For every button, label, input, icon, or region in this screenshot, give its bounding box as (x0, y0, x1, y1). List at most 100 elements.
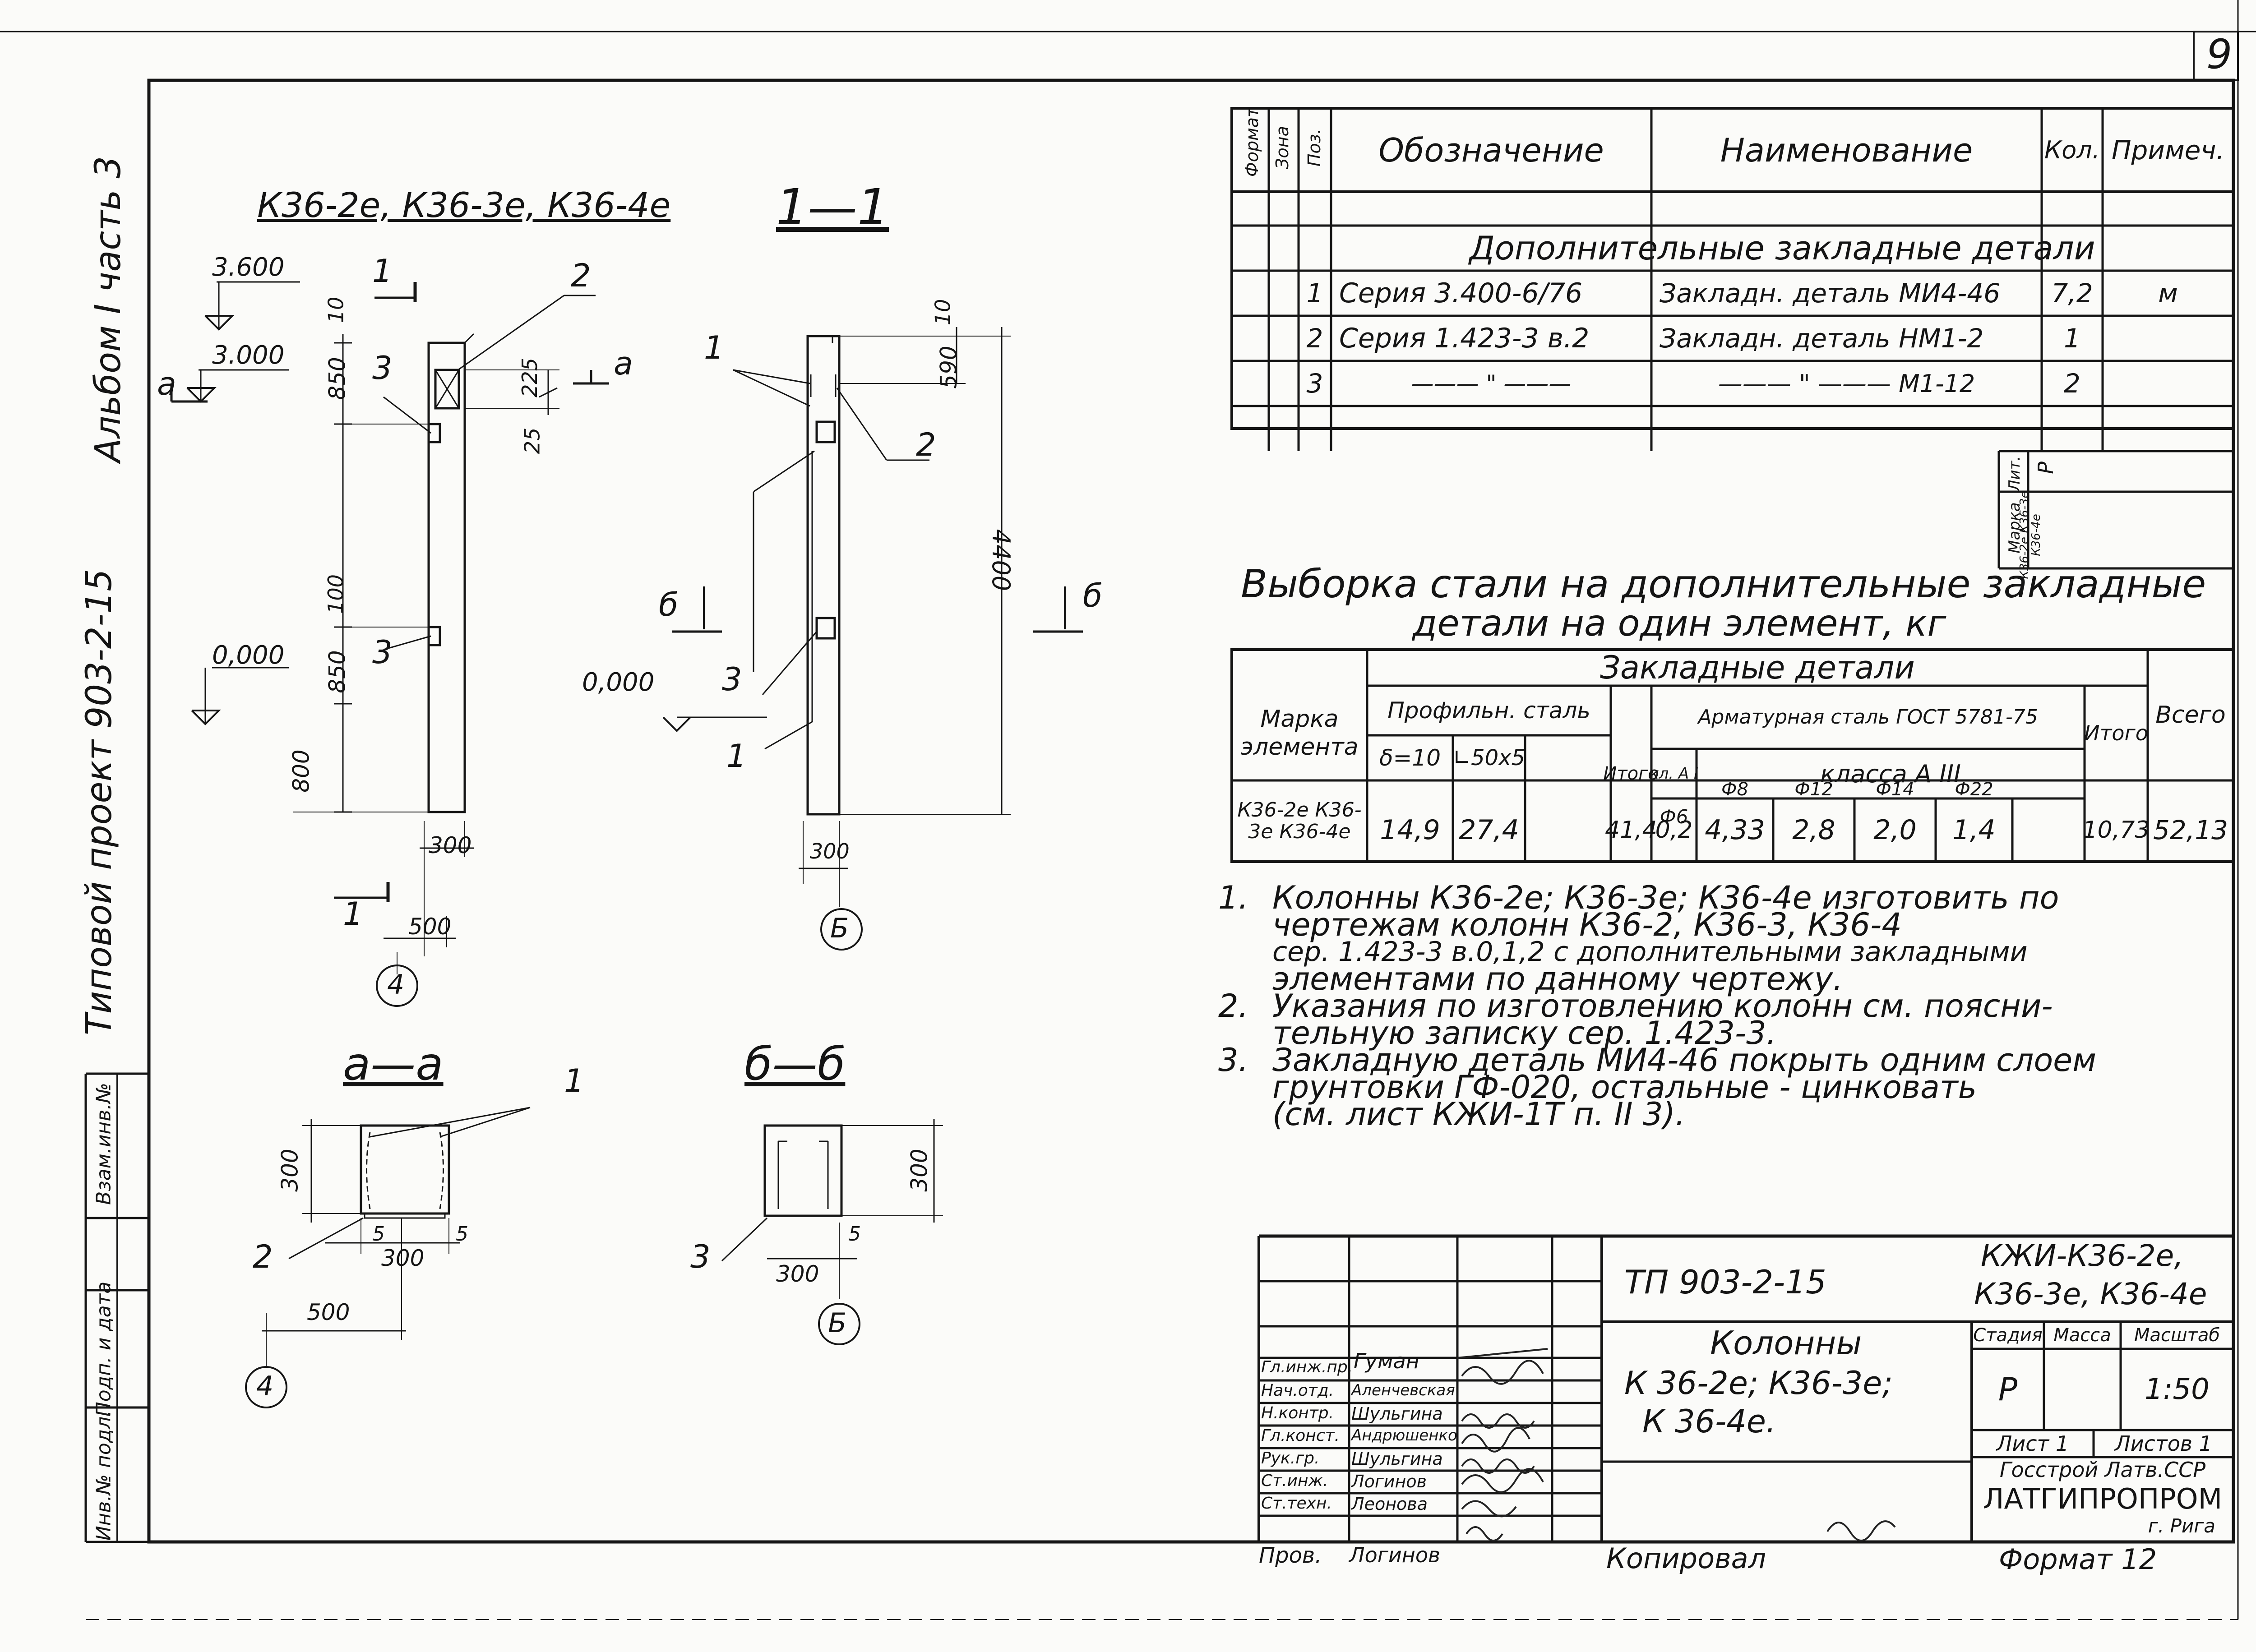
mark-3-column-lower: 3 (372, 634, 393, 671)
dim-500-column: 500 (408, 914, 452, 940)
steel-header-vsego: Всего (2155, 701, 2226, 729)
section-1-1-title: 1—1 (776, 178, 889, 236)
mark-1-column-bottom: 1 (343, 895, 363, 932)
spec-section-title: Дополнительные закладные детали (1469, 229, 2095, 267)
spec-row-1-designation: Серия 3.400-6/76 (1339, 277, 1583, 309)
column-title: К36-2е, К36-3е, К36-4е (257, 185, 671, 225)
steel-header-kl-a1: кл. А I (1650, 765, 1698, 783)
dim-300-column: 300 (429, 832, 472, 858)
steel-value-f22: 1,4 (1952, 814, 1996, 846)
note-3: 3. Закладную деталь МИ4-46 покрыть одним… (1218, 1042, 2211, 1133)
dim-850-upper: 850 (324, 357, 351, 400)
dim-300-bb: 300 (776, 1261, 819, 1287)
signer-name: Гуман (1354, 1349, 1419, 1373)
note-2: 2. Указания по изготовлению колонн см. п… (1218, 990, 2211, 1052)
note-3-line: (см. лист КЖИ-1Т п. II 3). (1272, 1096, 1686, 1133)
steel-header-itogo-1: Итого (1603, 763, 1659, 784)
note-3-line: грунтовки ГФ-020, остальные - цинковать (1272, 1069, 1977, 1106)
drawing-code-2: К36-3е, К36-4е (1974, 1277, 2207, 1311)
mark-3-section: 3 (722, 661, 742, 698)
steel-sub-d10: δ=10 (1379, 745, 1441, 771)
dim-4400: 4400 (987, 529, 1016, 591)
elevation-3600: 3.600 (212, 253, 285, 282)
drawing-name-3: К 36-4е. (1642, 1403, 1776, 1440)
stamp-inv-zam: Взам.инв.№ (92, 1083, 116, 1205)
dim-300-section: 300 (810, 839, 850, 863)
spec-row-3-designation: ——— " ——— (1411, 370, 1572, 397)
mark-2-column: 2 (571, 257, 591, 294)
stamp-inv-podl: Инв.№ подл. (92, 1410, 116, 1541)
dim-850-lower: 850 (324, 650, 351, 693)
steel-row-marks: К36-2е К36-3е К36-4е (1237, 798, 1362, 843)
signer-role: Гл.конст. (1261, 1426, 1340, 1445)
axis-b-section: Б (830, 913, 849, 944)
steel-header-armatur: Арматурная сталь ГОСТ 5781-75 (1698, 706, 2038, 729)
spec-header-format: Формат (1242, 107, 1262, 177)
steel-sub-f6: Ф6 (1660, 805, 1688, 828)
sheets-label: Листов 1 (2115, 1431, 2212, 1456)
steel-header-zaklad: Закладные детали (1600, 649, 1915, 686)
elevation-0000-section: 0,000 (582, 668, 655, 697)
dim-300-aa-vertical: 300 (277, 1149, 303, 1192)
mark-b-right: б (1083, 577, 1103, 614)
spec-header-name: Наименование (1720, 131, 1973, 169)
drawing-code-1: КЖИ-К36-2е, (1981, 1238, 2184, 1273)
note-1-line: чертежам колонн К36-2, К36-3, К36-4 (1272, 906, 1902, 943)
checked-label: Пров. (1259, 1543, 1322, 1568)
steel-value-f14: 2,0 (1873, 814, 1917, 846)
mark-1-section-bottom: 1 (726, 738, 747, 775)
spec-header-pos: Поз. (1304, 128, 1324, 167)
mark-a-left: а (157, 365, 176, 402)
drawing-name-2: К 36-2е; К36-3е; (1624, 1365, 1893, 1402)
steel-value-f8: 4,33 (1705, 814, 1765, 846)
project-label: Типовой проект 903-2-15 (79, 569, 120, 1035)
signer-name: Шульгина (1351, 1404, 1443, 1424)
signer-role: Рук.гр. (1261, 1449, 1320, 1467)
section-b-b-title: б—б (744, 1038, 846, 1090)
mark-1-column-cut: 1 (372, 253, 393, 290)
note-1-line: элементами по данному чертежу. (1272, 960, 1843, 997)
lit-value: Р (2033, 461, 2058, 474)
signer-name: Аленчевская (1351, 1381, 1455, 1399)
checked-name: Логинов (1349, 1543, 1441, 1567)
signer-role: Ст.техн. (1261, 1494, 1332, 1513)
elevation-3000: 3.000 (212, 341, 285, 370)
spec-header-note: Примеч. (2111, 134, 2225, 166)
section-a-a-title: а—а (343, 1038, 444, 1090)
mark-2-section: 2 (916, 426, 936, 463)
signer-role: Ст.инж. (1261, 1472, 1328, 1490)
mark-2-aa: 2 (253, 1238, 273, 1275)
spec-row-1-name: Закладн. деталь МИ4-46 (1660, 278, 2001, 309)
dim-300-aa: 300 (381, 1245, 425, 1271)
steel-header-marka: Марка элемента (1240, 706, 1359, 761)
format-label: Формат 12 (1999, 1543, 2157, 1576)
steel-value-angle: 27,4 (1459, 814, 1519, 846)
note-1-line: Колонны К36-2е; К36-3е; К36-4е изготовит… (1272, 879, 2059, 916)
spec-header-designation: Обозначение (1378, 131, 1604, 169)
mark-b-left: б (659, 586, 679, 623)
steel-header-profil: Профильн. сталь (1387, 697, 1590, 724)
note-3-num: 3. (1218, 1042, 1248, 1079)
note-3-line: Закладную деталь МИ4-46 покрыть одним сл… (1272, 1042, 2097, 1079)
steel-title-line-2: детали на один элемент, кг (1412, 602, 1946, 644)
mark-a-right: а (614, 345, 633, 382)
note-2-line: тельную записку сер. 1.423-3. (1272, 1015, 1776, 1052)
copied-label: Копировал (1606, 1542, 1766, 1575)
stage-value: Р (1998, 1371, 2018, 1408)
org-name: ЛАТГИПРОПРОМ (1983, 1482, 2223, 1515)
steel-header-klassa-a3: класса А III (1820, 759, 1961, 788)
dim-10-section: 10 (930, 299, 955, 326)
dim-5-aa-left: 5 (372, 1223, 385, 1246)
steel-sub-angle: ∟50x5 (1452, 745, 1526, 771)
dim-800: 800 (288, 749, 314, 793)
notes-block: 1. Колонны К36-2е; К36-3е; К36-4е изгото… (1218, 879, 2211, 1133)
steel-value-f12: 2,8 (1792, 814, 1835, 846)
dim-590: 590 (935, 346, 962, 389)
spec-row-3-qty: 2 (2064, 368, 2080, 399)
dim-10-column: 10 (324, 296, 348, 323)
steel-title-line-1: Выборка стали на дополнительные закладны… (1241, 562, 2206, 607)
steel-value-vsego: 52,13 (2153, 815, 2228, 845)
signer-name: Логинов (1351, 1472, 1427, 1491)
axis-4-column: 4 (387, 969, 405, 1001)
note-1-num: 1. (1218, 879, 1248, 916)
